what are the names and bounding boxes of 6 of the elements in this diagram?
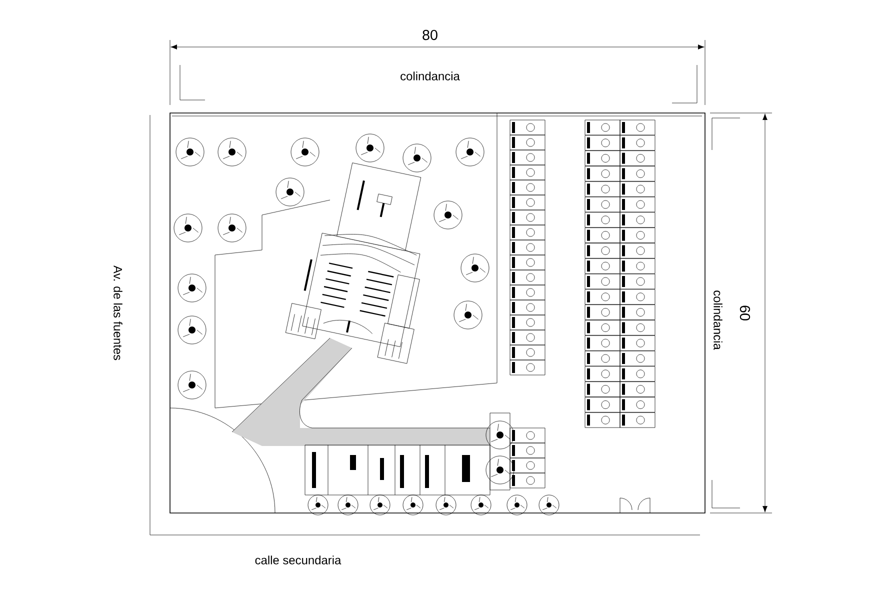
dimension-text: calle secundaria [255,556,342,564]
dimension-text: Av. de las fuentes [114,266,122,360]
dimension-text: 60 [740,306,750,320]
dimension-text: colindancia [400,72,460,80]
dimension-text: 80 [422,30,438,40]
dimension-text: colindancia [714,290,722,350]
